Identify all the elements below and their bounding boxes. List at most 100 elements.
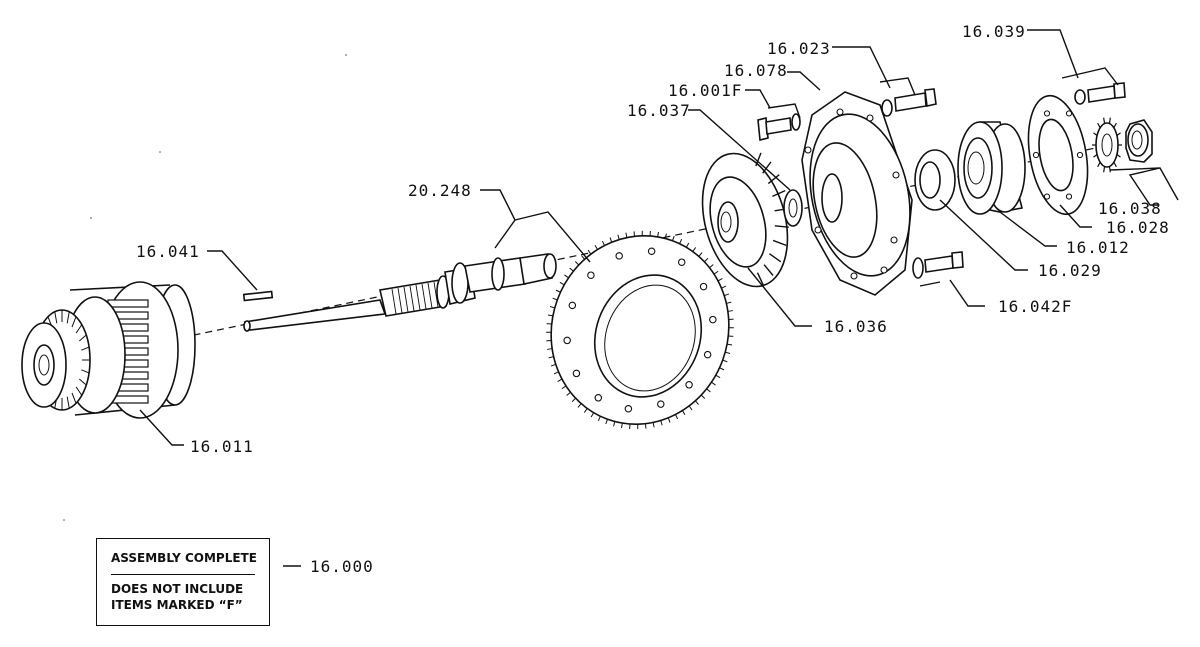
ring-bolt-hole [568, 301, 577, 310]
ring-bolt-hole [587, 271, 595, 279]
shaft-spline [433, 281, 439, 308]
ring-gear-tooth [688, 405, 693, 411]
ring-bolt-hole [647, 247, 656, 255]
label-16-023: 16.023 [767, 39, 831, 58]
label-16-011: 16.011 [190, 437, 254, 456]
carrier-fin [756, 272, 765, 286]
ring-gear-tooth [557, 378, 563, 382]
ring-bolt-hole [685, 381, 693, 389]
ring-gear-tooth [617, 234, 620, 240]
lockwasher-tooth [1097, 122, 1101, 129]
shaft-spline [403, 286, 409, 313]
carrier-gear-tooth [71, 316, 77, 328]
carrier-gear-tooth [81, 369, 90, 374]
label-16-036: 16.036 [824, 317, 888, 336]
ring-gear-tooth [587, 249, 592, 255]
ring-gear-tooth [597, 416, 601, 422]
part-20-248-shaft [243, 253, 557, 332]
lockwasher-tooth [1116, 132, 1121, 136]
ring-bolt-hole [563, 336, 571, 345]
shaft-spline [397, 287, 403, 314]
carrier-fin [755, 152, 762, 167]
ring-gear-tooth [625, 232, 628, 238]
lockwasher-tooth [1097, 161, 1101, 168]
ring-gear-tooth [621, 423, 623, 429]
carrier-fin [763, 264, 774, 276]
ring-gear-tooth [713, 270, 719, 275]
label-16-001F: 16.001F [668, 81, 742, 100]
ring-gear-tooth [566, 391, 571, 396]
ring-gear-tooth [727, 310, 733, 312]
lockwasher-tooth [1116, 154, 1121, 158]
ring-bolt-hole [572, 369, 581, 378]
note-line-1: DOES NOT INCLUDE [111, 582, 244, 596]
ring-gear-tooth [722, 359, 728, 363]
ring-gear-tooth [724, 293, 730, 297]
leader-lines [139, 29, 1179, 567]
carrier-gear-tooth [66, 396, 70, 409]
ring-gear-tooth [667, 417, 671, 423]
ring-bolt-hole [624, 405, 633, 413]
ring-gear-tooth [682, 410, 686, 416]
ring-gear-tooth [571, 397, 576, 403]
part-16-036-carrier-half [701, 152, 789, 288]
lockwasher-tooth [1103, 117, 1106, 124]
lockwasher-tooth [1093, 132, 1098, 136]
part-16-023-bolt [881, 88, 937, 117]
ring-gear-tooth [698, 252, 703, 257]
shaft-spline [415, 284, 421, 311]
part-16-011-carrier [21, 281, 196, 419]
cover-bolt-hole [866, 114, 874, 122]
carrier-gear-tooth [75, 386, 83, 396]
assembly-note-box: ASSEMBLY COMPLETE DOES NOT INCLUDE ITEMS… [96, 538, 270, 626]
ring-gear-tooth [657, 231, 659, 237]
ring-gear-tooth [547, 348, 553, 350]
part-16-041-key [242, 290, 274, 302]
ring-bolt-hole [594, 394, 603, 402]
ring-gear-tooth [726, 343, 733, 346]
part-16-038-lockwasher-nut [1092, 117, 1153, 173]
carrier-gear-tooth [66, 311, 70, 324]
ring-gear-tooth [547, 314, 554, 317]
label-16-012: 16.012 [1066, 238, 1130, 257]
cover-bolt-hole [890, 236, 898, 244]
ring-gear-tooth [553, 371, 559, 375]
ring-gear-tooth [711, 381, 716, 386]
ring-gear-tooth [709, 264, 714, 269]
cover-bolt-hole [836, 108, 844, 116]
label-16-038: 16.038 [1098, 199, 1162, 218]
ring-gear-tooth [564, 274, 569, 279]
note-title: ASSEMBLY COMPLETE [111, 551, 257, 565]
ring-bolt-hole [677, 258, 686, 266]
label-20-248: 20.248 [408, 181, 472, 200]
ring-gear-tooth [717, 278, 723, 282]
shaft-spline [421, 283, 427, 310]
part-16-078-cover [801, 91, 913, 296]
ring-gear-tooth [685, 242, 690, 248]
label-16-029: 16.029 [1038, 261, 1102, 280]
cover-bolt-hole [804, 146, 812, 154]
note-divider [111, 574, 255, 575]
retainer-hole [1076, 151, 1084, 159]
ring-gear-tooth [694, 400, 699, 405]
part-20-248-ring-gear [546, 230, 734, 430]
retainer-hole [1043, 193, 1051, 200]
ring-gear-tooth [569, 267, 574, 272]
ring-gear-tooth [574, 261, 580, 266]
label-16-028: 16.028 [1106, 218, 1170, 237]
cover-bolt-hole [892, 171, 900, 179]
ring-gear-tooth [581, 255, 586, 260]
ring-gear-tooth [555, 289, 561, 293]
ring-bolt-hole [657, 400, 665, 408]
ring-gear-tooth [550, 363, 556, 367]
part-16-001F-bolt [757, 113, 801, 142]
ring-gear-tooth [652, 422, 655, 428]
ring-gear-tooth [664, 233, 667, 239]
retainer-hole [1043, 110, 1051, 117]
ring-gear-tooth [559, 281, 565, 286]
label-16-041: 16.041 [136, 242, 200, 261]
ring-gear-tooth [679, 238, 683, 244]
shaft-spline [409, 285, 415, 312]
ring-bolt-hole [709, 315, 717, 324]
ring-gear-tooth [675, 414, 679, 420]
